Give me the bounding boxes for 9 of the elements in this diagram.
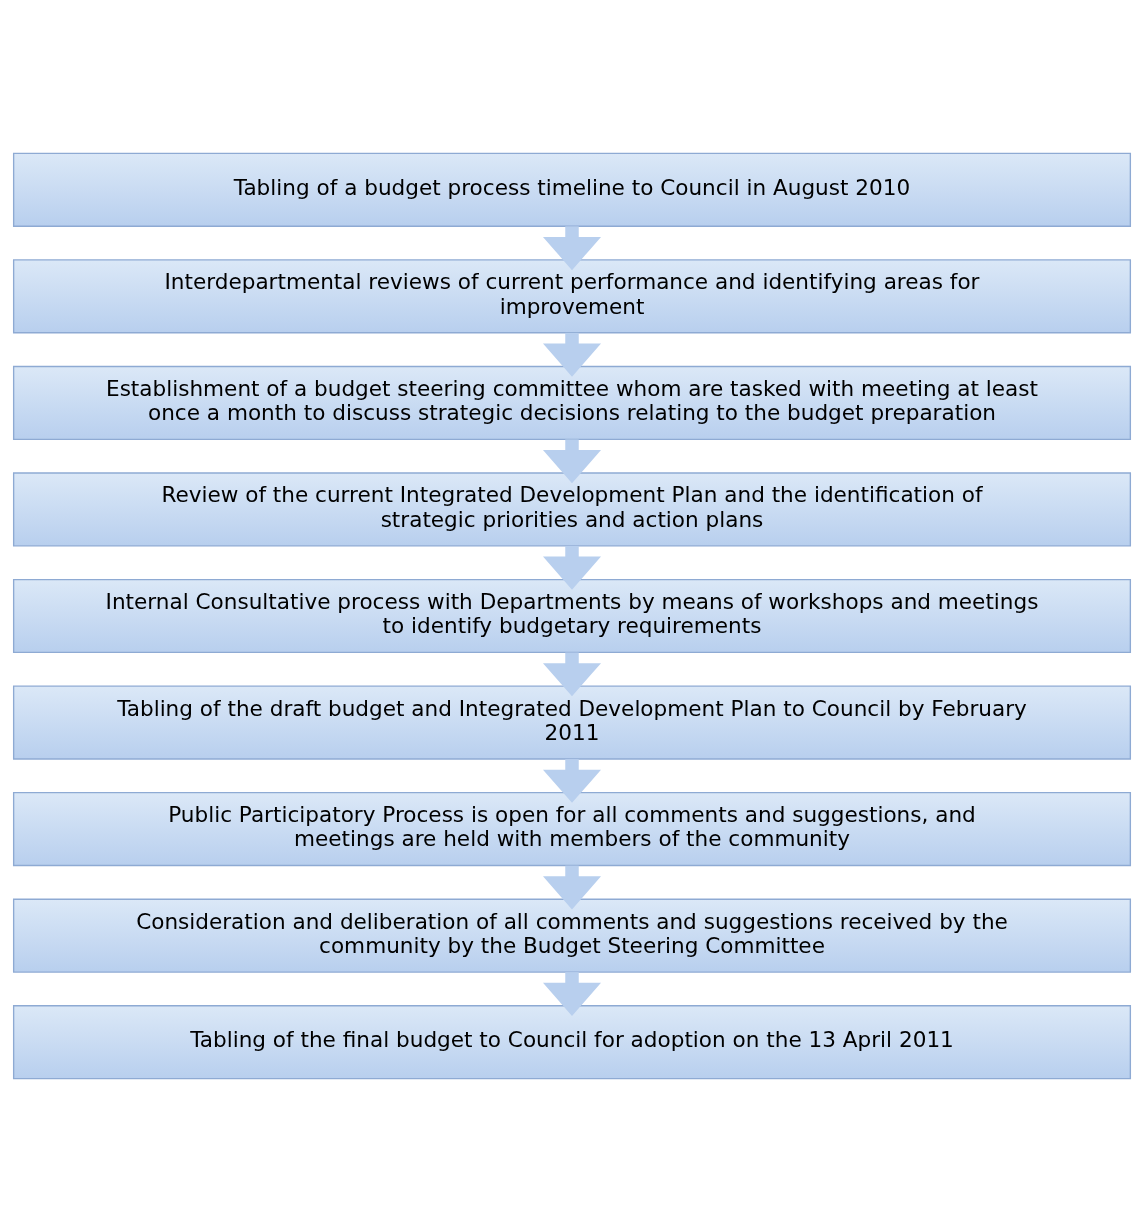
node-box: Review of the current Integrated Development Plan and the identification of strategic priorities and action plans: [12, 472, 1132, 547]
node-box: Internal Consultative process with Departments by means of workshops and meetings to identify budgetary requirements: [12, 578, 1132, 654]
node-box: Public Participatory Process is open for all comments and suggestions, and meetings are held with members of the community: [12, 792, 1132, 867]
node-box: Consideration and deliberation of all comments and suggestions received by the community by the Budget Steering Committee: [12, 898, 1132, 973]
node-box: Tabling of the final budget to Council for adoption on the 13 April 2011: [12, 1005, 1132, 1080]
node-box: Tabling of a budget process timeline to Council in August 2010: [12, 152, 1132, 227]
node-box: Interdepartmental reviews of current performance and identifying areas for improvement: [12, 259, 1132, 334]
node-box: Tabling of the draft budget and Integrated Development Plan to Council by February 2011: [12, 685, 1132, 760]
node-box: Establishment of a budget steering committee whom are tasked with meeting at least once a month to discuss strategic decisions relating to the budget preparation: [12, 365, 1132, 440]
